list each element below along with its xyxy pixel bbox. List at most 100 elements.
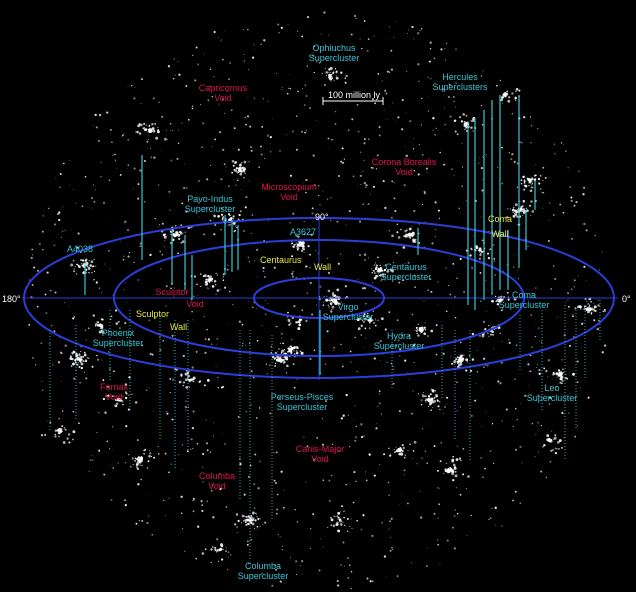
galaxy-point (277, 493, 279, 496)
galaxy-point (278, 31, 280, 34)
galaxy-point (219, 487, 222, 491)
galaxy-point (366, 315, 369, 318)
galaxy-point (128, 454, 130, 456)
galaxy-point (309, 266, 311, 269)
galaxy-point (456, 487, 457, 489)
galaxy-point (270, 151, 272, 153)
galaxy-point (234, 225, 237, 227)
galaxy-point (83, 351, 86, 354)
galaxy-point (118, 327, 121, 330)
galaxy-point (406, 235, 409, 238)
galaxy-point (281, 89, 283, 91)
galaxy-point (515, 213, 518, 216)
galaxy-point (392, 261, 395, 263)
galaxy-point (297, 90, 299, 93)
galaxy-point (99, 324, 102, 326)
galaxy-point (522, 199, 526, 203)
galaxy-point (396, 231, 399, 234)
galaxy-point (57, 361, 61, 364)
galaxy-point (336, 220, 339, 223)
galaxy-point (75, 361, 77, 364)
galaxy-point (445, 403, 447, 405)
galaxy-point (369, 321, 371, 324)
galaxy-point (261, 572, 263, 575)
galaxy-point (404, 474, 406, 476)
galaxy-point (94, 188, 96, 190)
galaxy-point (225, 506, 228, 508)
galaxy-point (454, 295, 456, 298)
galaxy-point (79, 359, 81, 361)
galaxy-point (566, 213, 568, 215)
galaxy-point (277, 534, 279, 536)
galaxy-point (185, 409, 187, 411)
galaxy-point (384, 275, 386, 277)
galaxy-point (480, 75, 483, 77)
galaxy-point (500, 96, 503, 98)
galaxy-point (247, 256, 250, 259)
galaxy-point (432, 129, 434, 131)
galaxy-point (68, 305, 70, 307)
galaxy-point (447, 284, 450, 286)
galaxy-point (222, 216, 224, 218)
galaxy-point (459, 493, 462, 496)
galaxy-point (528, 370, 530, 372)
galaxy-point (581, 322, 584, 325)
galaxy-point (328, 298, 330, 301)
galaxy-point (286, 316, 289, 318)
galaxy-point (563, 436, 565, 439)
galaxy-point (293, 350, 295, 352)
galaxy-point (508, 152, 510, 154)
galaxy-point (426, 399, 428, 401)
galaxy-point (415, 326, 418, 329)
galaxy-point (235, 162, 237, 164)
galaxy-point (319, 204, 321, 206)
galaxy-point (396, 251, 398, 254)
galaxy-point (344, 81, 347, 84)
galaxy-point (371, 580, 374, 583)
galaxy-point (560, 142, 563, 144)
galaxy-point (489, 248, 492, 251)
galaxy-point (208, 288, 210, 290)
galaxy-point (555, 385, 558, 388)
galaxy-point (401, 494, 403, 496)
galaxy-point (117, 400, 119, 402)
galaxy-point (471, 358, 475, 361)
galaxy-point (238, 213, 241, 217)
galaxy-point (292, 363, 295, 366)
galaxy-point (329, 516, 332, 519)
galaxy-point (363, 159, 365, 162)
galaxy-point (479, 251, 481, 253)
galaxy-point (192, 447, 194, 449)
galaxy-point (324, 400, 328, 403)
galaxy-point (223, 112, 226, 115)
galaxy-point (283, 349, 286, 351)
galaxy-point (262, 98, 264, 100)
galaxy-point (345, 224, 347, 226)
galaxy-point (126, 430, 128, 432)
galaxy-point (360, 423, 363, 426)
galaxy-point (365, 186, 367, 188)
galaxy-point (74, 328, 76, 329)
galaxy-point (235, 184, 237, 186)
galaxy-point (538, 182, 541, 185)
galaxy-point (402, 246, 406, 249)
galaxy-point (291, 130, 294, 133)
galaxy-point (89, 264, 92, 267)
galaxy-point (221, 218, 224, 221)
galaxy-point (227, 185, 230, 188)
galaxy-point (436, 539, 439, 542)
galaxy-point (248, 160, 250, 163)
galaxy-point (447, 96, 450, 98)
galaxy-point (376, 422, 377, 424)
galaxy-point (344, 524, 346, 527)
galaxy-point (378, 126, 381, 129)
galaxy-point (540, 425, 542, 427)
galaxy-point (392, 54, 394, 56)
galaxy-point (209, 85, 211, 87)
galaxy-point (519, 445, 522, 449)
galaxy-point (174, 287, 176, 289)
galaxy-point (326, 323, 328, 325)
galaxy-point (583, 265, 586, 268)
galaxy-point (439, 460, 442, 463)
